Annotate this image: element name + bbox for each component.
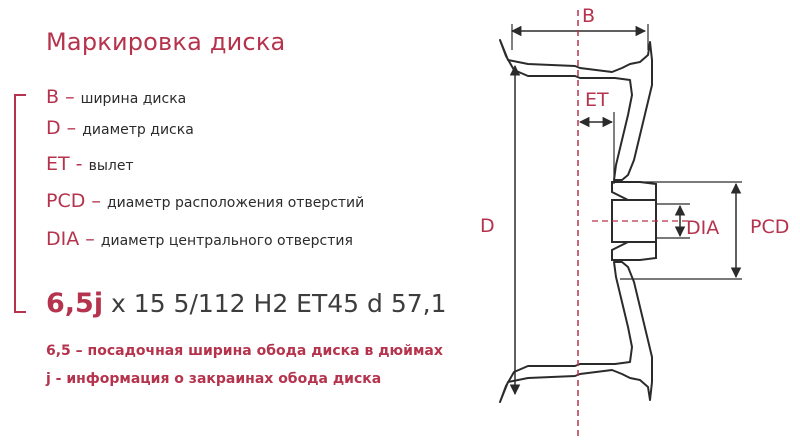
legend-key: B xyxy=(46,86,60,108)
legend-key: DIA xyxy=(46,228,80,250)
b-label: B xyxy=(582,5,595,27)
dia-label: DIA xyxy=(686,217,719,239)
pcd-label: PCD xyxy=(750,216,789,238)
legend-desc: диаметр расположения отверстий xyxy=(106,195,365,211)
et-label: ET xyxy=(585,89,609,111)
marking-code-rest: x 15 5/112 H2 ET45 d 57,1 xyxy=(103,289,447,318)
legend-key: ET xyxy=(46,153,70,175)
wheel-profile-lower xyxy=(499,261,653,403)
legend-desc: ширина диска xyxy=(80,91,187,107)
note-width: 6,5 – посадочная ширина обода диска в дю… xyxy=(46,343,443,359)
legend-desc: вылет xyxy=(88,158,134,174)
legend-item-et: ET - вылет xyxy=(46,153,134,175)
wheel-profile-upper xyxy=(499,39,653,181)
legend-item-dia: DIA – диаметр центрального отверстия xyxy=(46,228,353,250)
legend-key: PCD xyxy=(46,190,86,212)
d-label: D xyxy=(480,215,495,237)
legend-bracket xyxy=(14,94,26,313)
note-flange: j - информация о закраинах обода диска xyxy=(46,371,382,387)
legend-key: D xyxy=(46,117,61,139)
legend-item-b: B – ширина диска xyxy=(46,86,187,108)
legend-desc: диаметр диска xyxy=(82,122,194,138)
hub-lower xyxy=(611,241,657,261)
marking-code: 6,5j x 15 5/112 H2 ET45 d 57,1 xyxy=(46,288,447,319)
page-title: Маркировка диска xyxy=(46,28,286,56)
hub-upper xyxy=(611,181,657,201)
legend-desc: диаметр центрального отверстия xyxy=(100,233,353,249)
legend-item-d: D – диаметр диска xyxy=(46,117,194,139)
marking-code-size: 6,5j xyxy=(46,288,104,319)
legend-item-pcd: PCD – диаметр расположения отверстий xyxy=(46,190,365,212)
